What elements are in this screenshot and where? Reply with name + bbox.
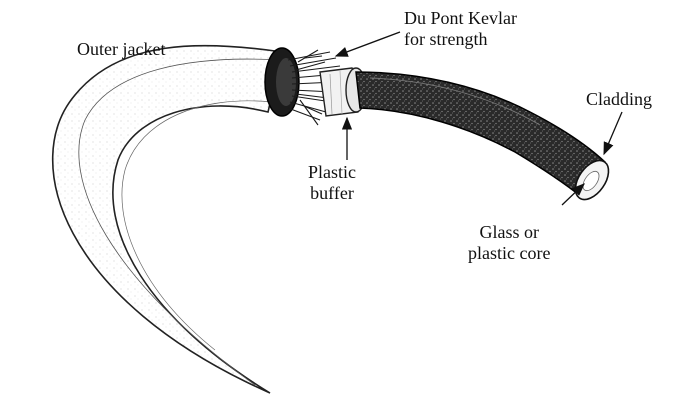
jacket-end-ring — [265, 48, 299, 116]
label-core-line2: plastic core — [468, 243, 550, 264]
label-kevlar: Du Pont Kevlar for strength — [404, 8, 517, 50]
label-kevlar-line2: for strength — [404, 29, 517, 50]
label-cladding: Cladding — [586, 89, 652, 110]
label-outer-jacket: Outer jacket — [77, 39, 165, 60]
label-core-line1: Glass or — [468, 222, 550, 243]
label-kevlar-line1: Du Pont Kevlar — [404, 8, 517, 29]
kevlar-arrow — [336, 32, 400, 56]
outer-jacket — [53, 46, 282, 393]
label-buffer-line1: Plastic — [308, 162, 356, 183]
label-core: Glass or plastic core — [468, 222, 550, 264]
cladding-tube — [356, 72, 605, 198]
cladding-arrow — [604, 112, 622, 154]
label-plastic-buffer: Plastic buffer — [308, 162, 356, 204]
label-buffer-line2: buffer — [308, 183, 356, 204]
